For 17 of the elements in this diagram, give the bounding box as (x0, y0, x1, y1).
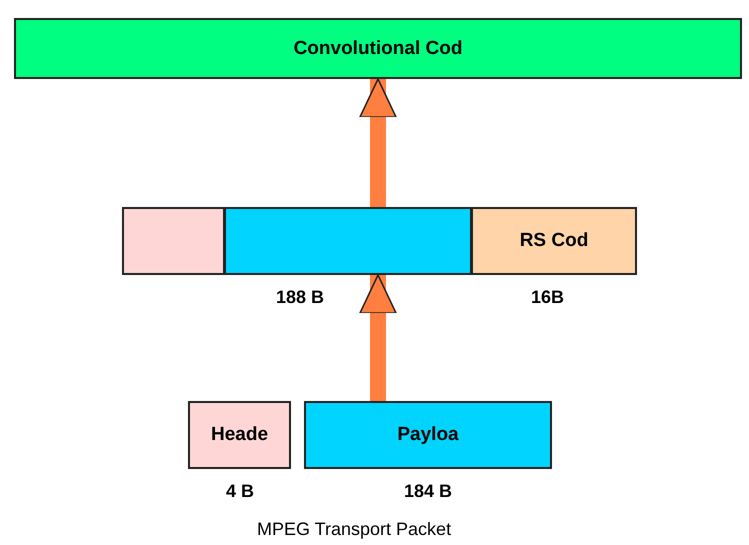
header-box (188, 401, 291, 469)
payload-box (304, 401, 552, 469)
caption: MPEG Transport Packet (257, 519, 452, 540)
size-label: 184 B (404, 481, 452, 502)
coding-bar (14, 18, 742, 79)
payload-segment (224, 207, 472, 275)
size-label: 16B (531, 287, 564, 308)
size-label: 188 B (276, 287, 324, 308)
arrow (359, 274, 397, 401)
code-segment (471, 207, 637, 275)
arrow (359, 78, 397, 207)
size-label: 4 B (226, 481, 254, 502)
header-segment (122, 207, 225, 275)
segment-label: Heade (210, 424, 268, 446)
segment-label: Convolutional Cod (294, 38, 462, 60)
segment-label: Payloa (397, 424, 459, 446)
segment-label: RS Cod (520, 230, 588, 252)
